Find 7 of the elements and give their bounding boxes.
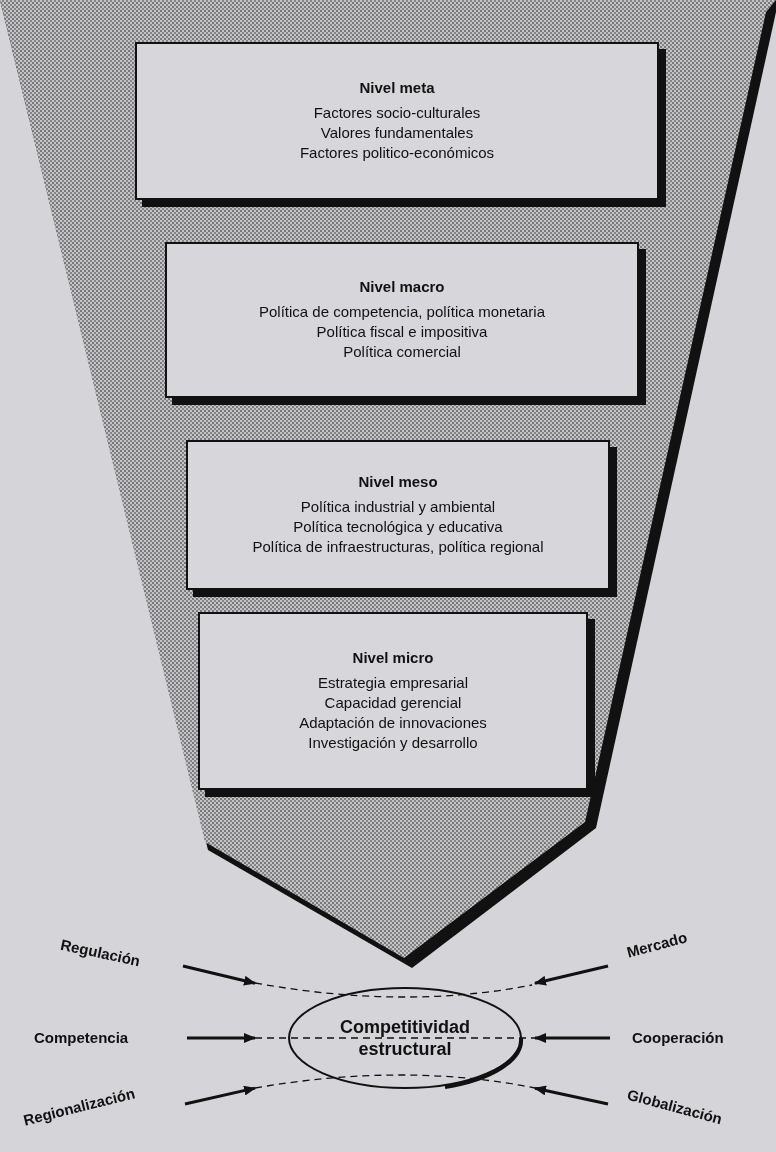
arrow bbox=[534, 1033, 610, 1043]
arrow bbox=[184, 1085, 256, 1106]
factor-label: Cooperación bbox=[632, 1029, 724, 1046]
arrow bbox=[187, 1033, 256, 1043]
arrow bbox=[534, 1085, 609, 1106]
factor-label: Competencia bbox=[34, 1029, 129, 1046]
ellipse-label: Competitividad estructural bbox=[339, 1016, 471, 1060]
